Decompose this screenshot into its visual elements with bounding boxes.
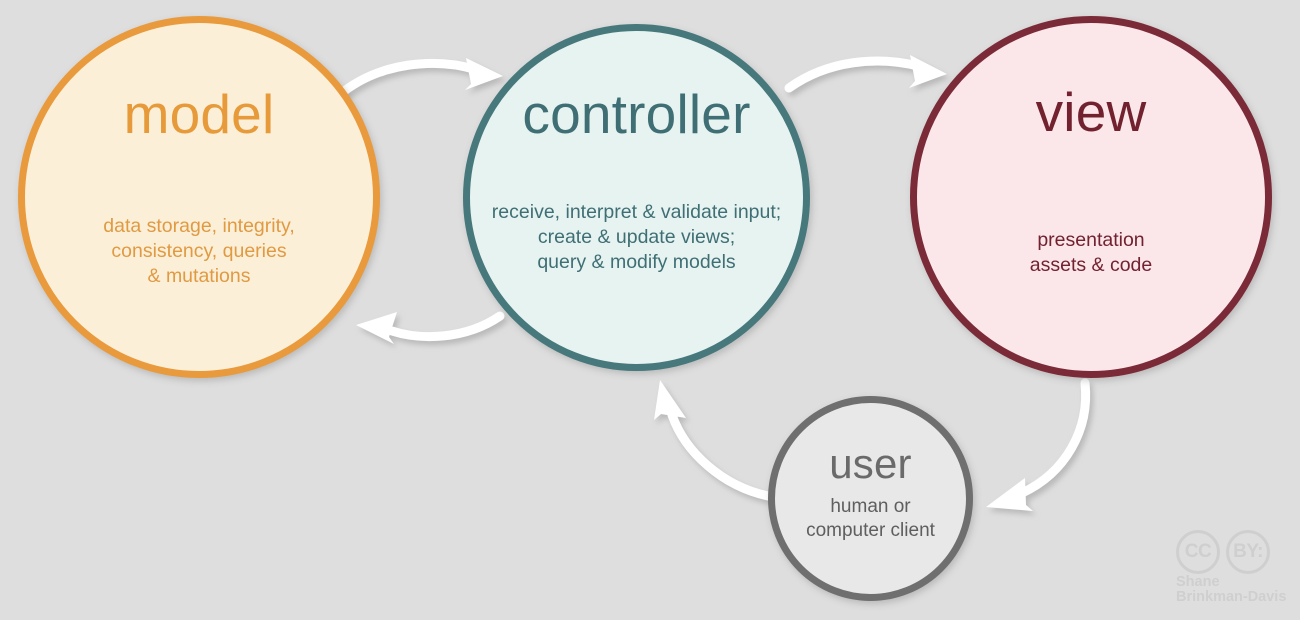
arrow-model-to-controller xyxy=(338,58,503,97)
node-view-description: presentation assets & code xyxy=(1030,228,1152,278)
node-view-description-line: assets & code xyxy=(1029,253,1153,276)
node-controller-description-line: receive, interpret & validate input; xyxy=(491,201,782,223)
node-controller[interactable]: controller receive, interpret & validate… xyxy=(463,24,810,371)
arrow-controller-to-model xyxy=(356,311,505,344)
cc-badge-icons: CC BY: xyxy=(1176,530,1288,574)
node-user[interactable]: user human or computer client xyxy=(768,396,973,601)
author-name-line-2: Brinkman-Davis xyxy=(1176,589,1287,606)
arrow-view-to-user xyxy=(986,378,1091,511)
creative-commons-badge: CC BY: Shane Brinkman-Davis xyxy=(1176,530,1288,608)
node-model-description-line: data storage, integrity, xyxy=(103,215,295,237)
node-user-description-line: computer client xyxy=(806,520,935,542)
arrow-controller-to-view xyxy=(784,55,947,93)
node-model-title: model xyxy=(123,83,275,145)
node-model-description: data storage, integrity, consistency, qu… xyxy=(103,214,295,289)
creative-commons-icon: CC xyxy=(1176,530,1220,574)
node-model[interactable]: model data storage, integrity, consisten… xyxy=(18,16,380,378)
author-name-line-1: Shane xyxy=(1176,574,1220,590)
arrow-user-to-controller xyxy=(654,380,773,501)
node-view[interactable]: view presentation assets & code xyxy=(910,16,1272,378)
node-controller-title: controller xyxy=(522,83,751,145)
node-view-description-line: presentation xyxy=(1037,229,1145,251)
author-attribution: Shane Brinkman-Davis xyxy=(1176,574,1288,606)
node-controller-description-line: create & update views; xyxy=(537,225,736,248)
node-model-description-line: consistency, queries xyxy=(111,239,287,262)
node-controller-description-line: query & modify models xyxy=(537,250,736,273)
node-model-description-line: & mutations xyxy=(147,264,251,287)
node-view-title: view xyxy=(1035,81,1147,143)
attribution-by-icon: BY: xyxy=(1226,530,1270,574)
node-user-title: user xyxy=(829,440,912,487)
node-controller-description: receive, interpret & validate input; cre… xyxy=(492,200,781,275)
node-user-description-line: human or xyxy=(830,496,911,517)
node-user-description: human or computer client xyxy=(806,495,935,544)
